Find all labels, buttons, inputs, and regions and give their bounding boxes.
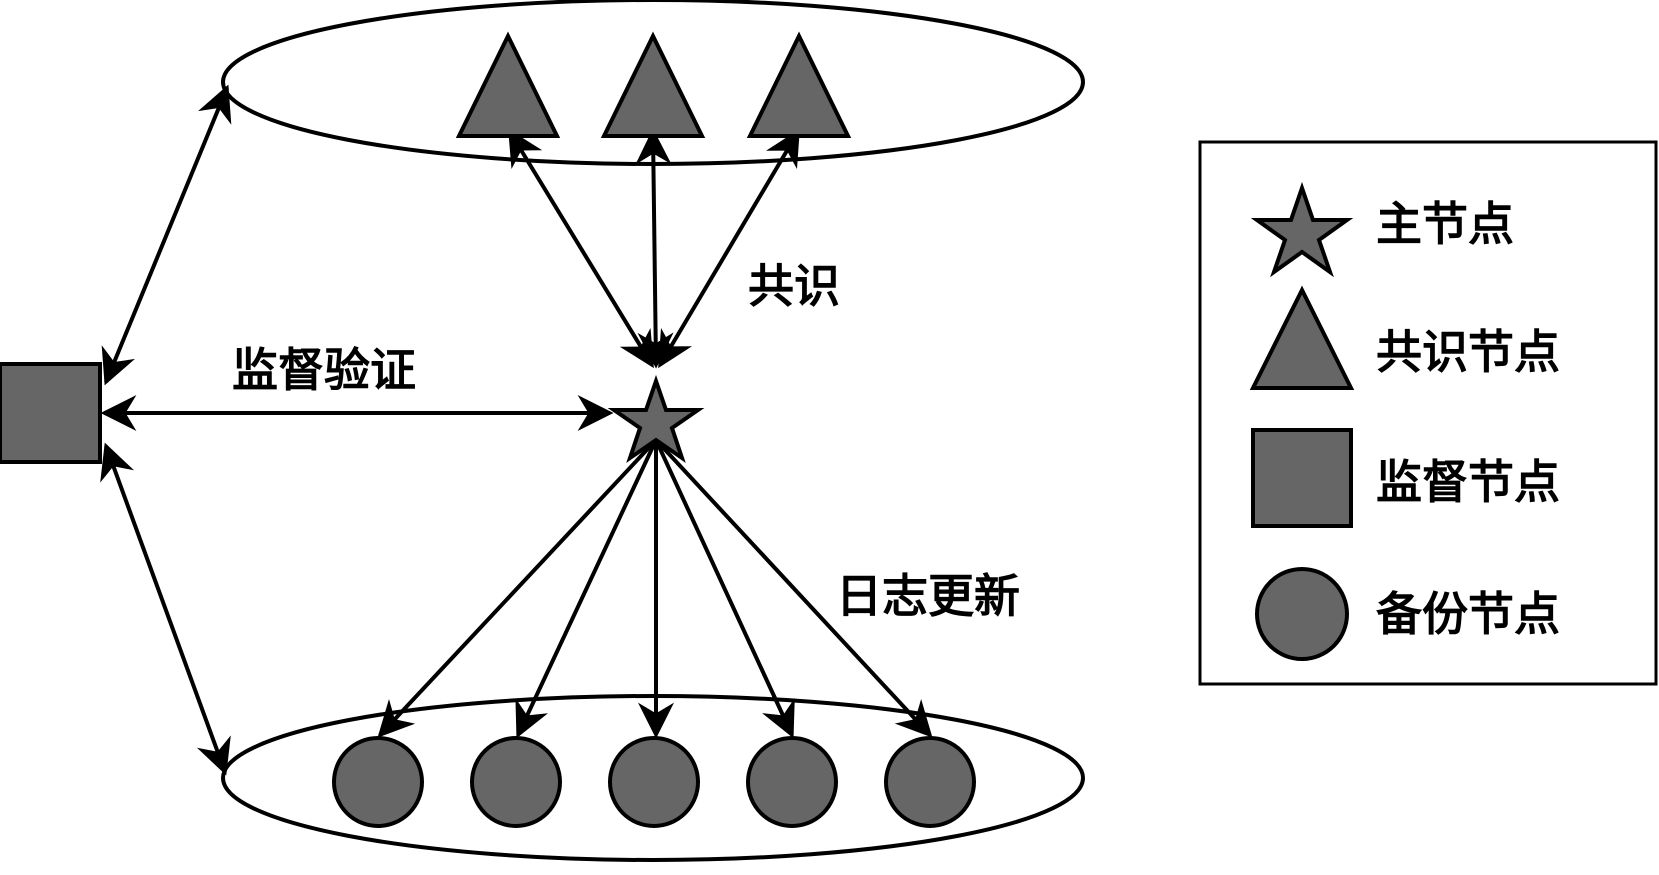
legend-triangle-icon bbox=[1249, 285, 1355, 390]
edge-primary-consensus-3 bbox=[658, 128, 800, 369]
backup-node-2 bbox=[470, 736, 562, 828]
backup-node-5 bbox=[884, 736, 976, 828]
label-consensus: 共识 bbox=[748, 259, 840, 313]
consensus-node-1 bbox=[455, 31, 561, 138]
backup-node-1 bbox=[332, 736, 424, 828]
legend-label-primary: 主节点 bbox=[1376, 197, 1514, 251]
edge-primary-consensus-1 bbox=[508, 128, 654, 369]
consensus-node-2 bbox=[600, 31, 706, 138]
legend: 主节点 共识节点 监督节点 备份节点 bbox=[1198, 140, 1658, 686]
edge-supervisor-consensus-group bbox=[101, 84, 232, 386]
edge-primary-consensus-2 bbox=[635, 128, 674, 369]
backup-node-3 bbox=[608, 736, 700, 828]
edge-primary-backup-1 bbox=[377, 438, 658, 738]
label-log-update: 日志更新 bbox=[836, 569, 1020, 623]
edge-primary-backup-5 bbox=[654, 438, 933, 738]
legend-square-icon bbox=[1251, 428, 1353, 528]
primary-node bbox=[607, 374, 705, 464]
edge-supervisor-backup-group bbox=[100, 442, 231, 776]
legend-circle-icon bbox=[1255, 567, 1349, 661]
backup-node-4 bbox=[746, 736, 838, 828]
consensus-node-3 bbox=[746, 31, 852, 138]
edge-primary-backup-4 bbox=[654, 439, 795, 739]
supervisor-node bbox=[0, 362, 102, 464]
legend-label-consensus: 共识节点 bbox=[1376, 325, 1560, 379]
label-supervision: 监督验证 bbox=[232, 343, 416, 397]
legend-star-icon bbox=[1250, 181, 1354, 278]
edge-primary-backup-2 bbox=[515, 439, 658, 739]
backup-group-ellipse bbox=[221, 694, 1085, 862]
legend-label-backup: 备份节点 bbox=[1376, 587, 1560, 641]
legend-label-supervisor: 监督节点 bbox=[1376, 455, 1560, 509]
